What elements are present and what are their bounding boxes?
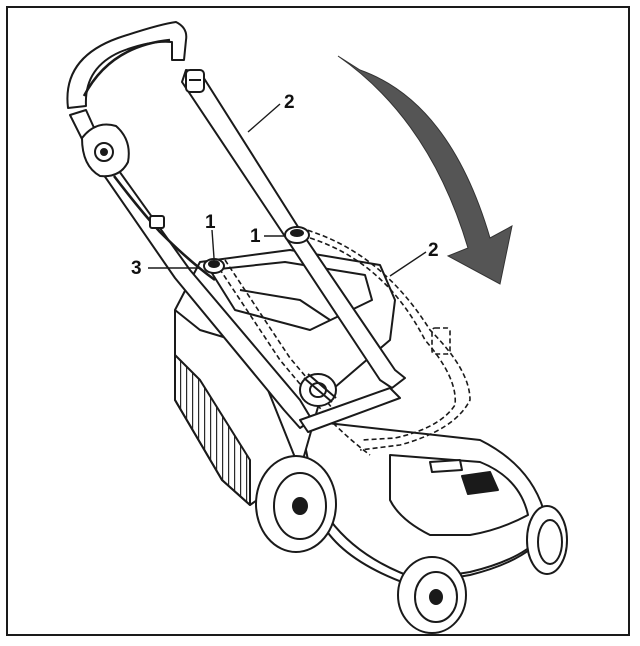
- fold-direction-arrow: [337, 55, 513, 285]
- leader-lines: [148, 103, 427, 277]
- callout-handle-upper: 2: [284, 92, 295, 113]
- upper-clamp: [185, 69, 205, 93]
- rear-left-wheel: [255, 455, 337, 553]
- switch-box: [80, 123, 130, 178]
- front-right-wheel: [526, 505, 568, 575]
- callout-cable-clip: 3: [131, 258, 142, 279]
- lower-pivot: [299, 373, 337, 407]
- callout-knob-right: 1: [250, 226, 261, 247]
- knob-left: [203, 258, 225, 274]
- mower-deck: [299, 419, 549, 586]
- callout-knob-left: 1: [205, 212, 216, 233]
- cable-clip: [149, 215, 165, 229]
- callout-handle-folded: 2: [428, 240, 439, 261]
- front-left-wheel: [397, 556, 467, 634]
- knob-right: [284, 226, 310, 244]
